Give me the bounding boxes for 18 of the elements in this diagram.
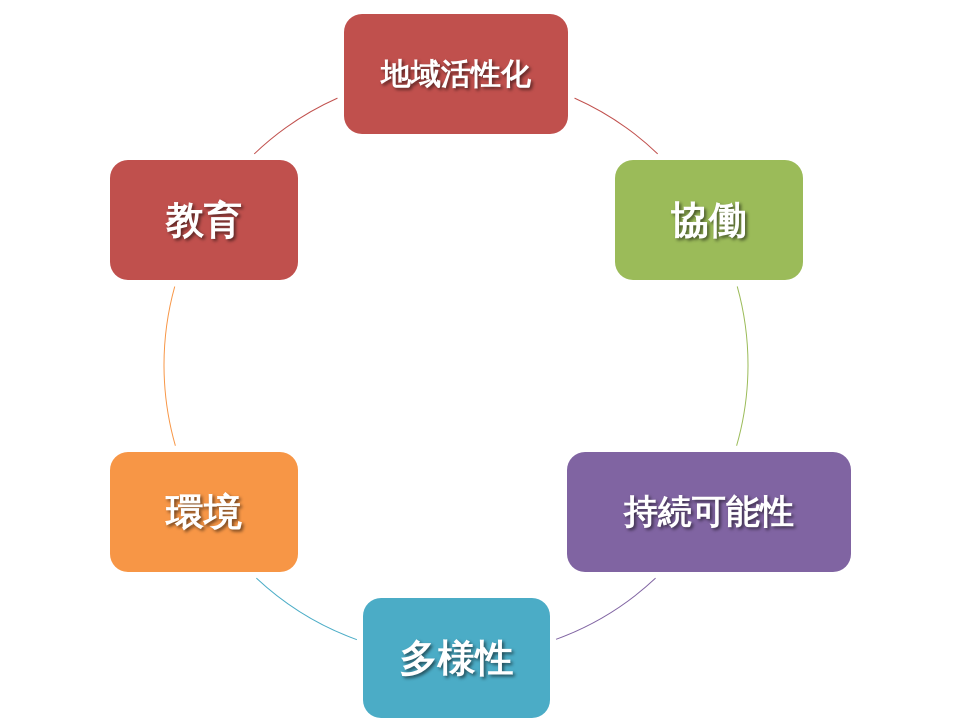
cycle-box	[110, 160, 298, 280]
cycle-arc	[736, 286, 748, 446]
box-label: 持続可能性	[624, 491, 794, 534]
cycle-box	[344, 14, 568, 134]
cycle-arc	[254, 98, 338, 154]
cycle-arc	[164, 286, 176, 446]
box-label: 教育	[166, 196, 242, 244]
box-label: 協働	[671, 196, 747, 244]
box-label: 環境	[166, 488, 242, 536]
cycle-box	[363, 598, 550, 718]
box-label: 多様性	[400, 634, 514, 682]
cycle-box	[615, 160, 803, 280]
cycle-arc	[556, 578, 656, 640]
cycle-box	[567, 452, 851, 572]
cycle-box	[110, 452, 298, 572]
cycle-arc	[256, 578, 358, 640]
box-label: 地域活性化	[381, 56, 531, 94]
cycle-arc	[574, 98, 658, 154]
